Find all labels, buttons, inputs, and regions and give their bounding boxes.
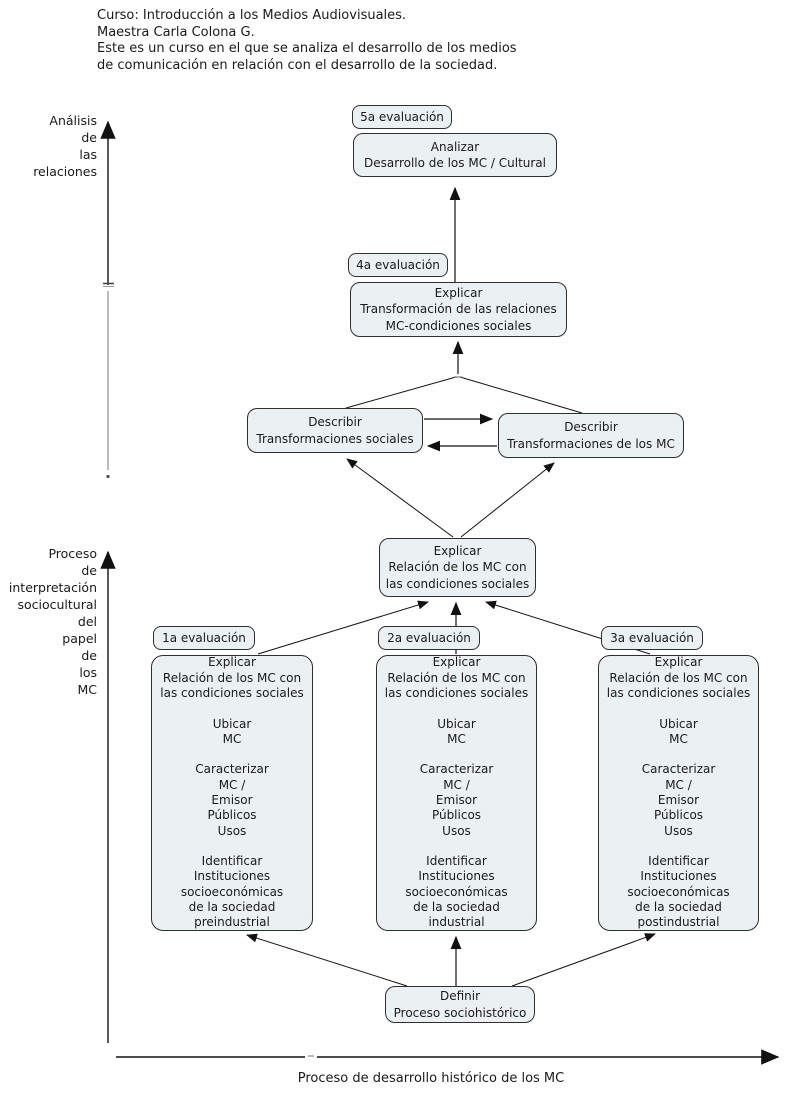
node-eval-4a-label: 4a evaluación [356, 257, 440, 272]
arrow-definir-to-postindustrial [511, 933, 656, 987]
node-eval-2a-label: 2a evaluación [387, 630, 471, 645]
arrow-relacion-to-describir-sociales [346, 458, 454, 538]
course-header-text: Curso: Introducción a los Medios Audiovi… [97, 8, 517, 73]
node-eval-1a-label: 1a evaluación [162, 630, 246, 645]
arrow-relacion-to-describir-mc [460, 462, 555, 538]
node-eval-5a: 5a evaluación [352, 105, 452, 129]
node-eval-5a-label: 5a evaluación [360, 109, 444, 124]
line-describir-mc-to-junction [459, 376, 583, 414]
node-eval-2a: 2a evaluación [378, 626, 480, 650]
node-eval-1a: 1a evaluación [153, 626, 255, 650]
line-describir-sociales-to-junction [345, 376, 457, 409]
x-axis-label: Proceso de desarrollo histórico de los M… [297, 1071, 565, 1086]
arrow-definir-to-preindustrial [246, 933, 408, 987]
y-axis-dot [106, 475, 110, 478]
node-eval-4a: 4a evaluación [348, 253, 448, 277]
node-eval-3a: 3a evaluación [601, 626, 703, 650]
arrow-preindustrial-to-relacion [257, 600, 429, 655]
node-eval-3a-label: 3a evaluación [610, 630, 694, 645]
